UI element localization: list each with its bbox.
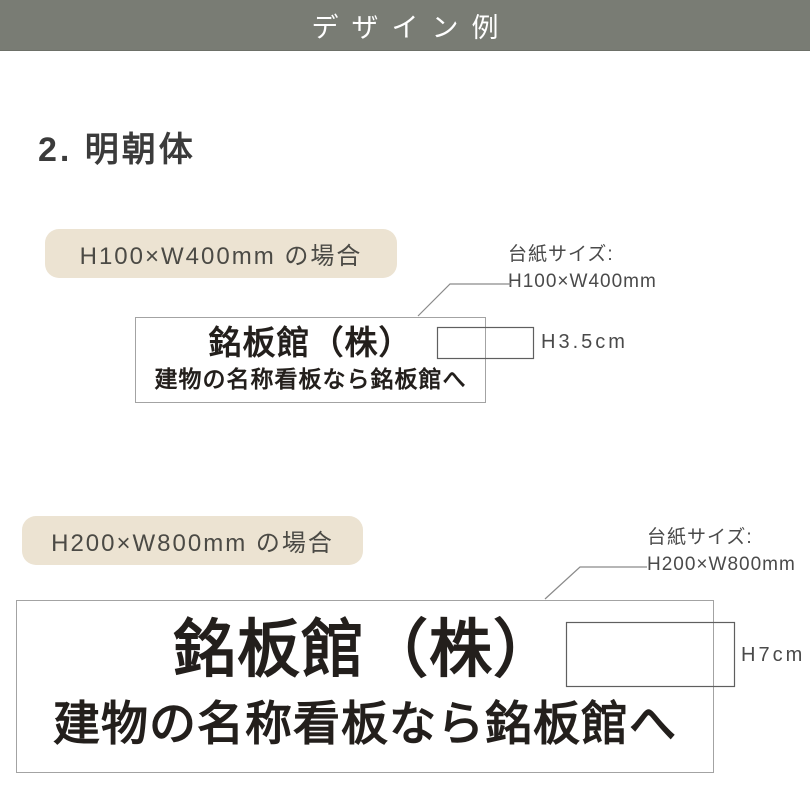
case-pill-label: H200×W800mm の場合 xyxy=(51,530,334,557)
text-height-label-2: H7cm xyxy=(741,644,806,666)
page-banner: デザイン例 xyxy=(0,0,810,51)
size-annotation-value: H200×W800mm xyxy=(647,554,796,575)
case-pill-h200w800: H200×W800mm の場合 xyxy=(22,516,363,565)
text-height-label-1: H3.5cm xyxy=(541,331,628,353)
case-pill-label: H100×W400mm の場合 xyxy=(79,243,363,270)
sign-title: 銘板館（株） xyxy=(208,326,413,362)
size-annotation-caption: 台紙サイズ: xyxy=(508,244,614,265)
leader-line-2 xyxy=(544,566,647,600)
banner-title: デザイン例 xyxy=(311,12,512,43)
size-annotation-caption: 台紙サイズ: xyxy=(647,527,753,548)
size-annotation-value: H100×W400mm xyxy=(508,271,657,292)
section-heading: 2. 明朝体 xyxy=(38,131,196,169)
case-pill-h100w400: H100×W400mm の場合 xyxy=(45,229,397,278)
sign-subtitle: 建物の名称看板なら銘板館へ xyxy=(53,699,677,751)
size-annotation-1: 台紙サイズ: H100×W400mm xyxy=(508,241,657,295)
sign-title: 銘板館（株） xyxy=(173,615,557,685)
leader-line-1 xyxy=(417,283,511,317)
size-annotation-2: 台紙サイズ: H200×W800mm xyxy=(647,524,796,578)
sign-subtitle: 建物の名称看板なら銘板館へ xyxy=(154,367,467,392)
sign-preview-h200w800: 銘板館（株） 建物の名称看板なら銘板館へ xyxy=(16,600,714,773)
sign-preview-h100w400: 銘板館（株） 建物の名称看板なら銘板館へ xyxy=(135,317,486,403)
